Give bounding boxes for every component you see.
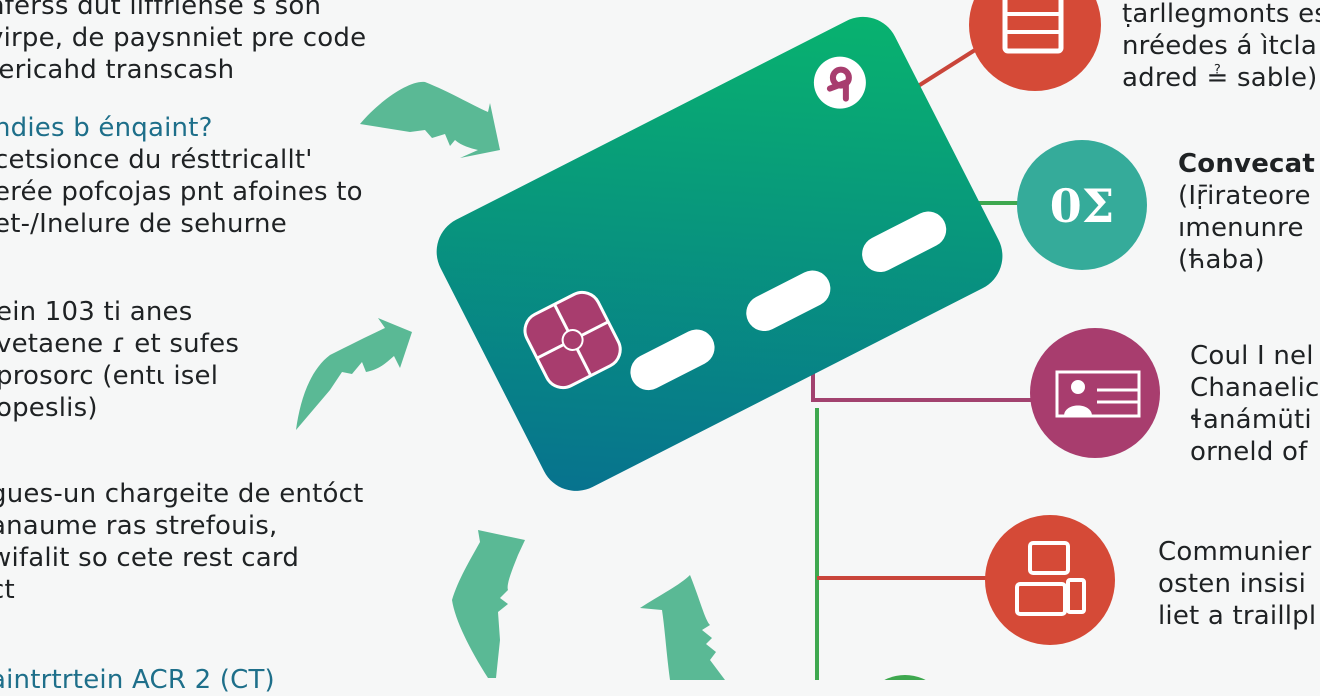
text-line: tericahd transcash — [0, 55, 235, 85]
left-block-3: ein 103 ti anes vetaene ɾ et sufes proso… — [0, 296, 239, 424]
section-heading: hdies b énqaint? — [0, 113, 213, 143]
credit-card-illustration — [436, 16, 1003, 491]
arrow-bottom-right-icon — [640, 575, 725, 680]
card-number-group-3 — [862, 211, 947, 273]
text-line: virpe, de paysnniet pre code — [0, 23, 367, 53]
section-heading: aintrtrtein ACR 2 (CT) — [0, 665, 275, 695]
text-line: cetsionce du résttricallt' — [0, 145, 313, 175]
text-line: Communier — [1158, 537, 1312, 567]
left-block-1: nferss dut liffriense ś son virpe, de pa… — [0, 0, 366, 86]
text-line: Coul I nel — [1190, 341, 1314, 371]
cycle-arrows — [296, 81, 725, 680]
text-line: ımenunre — [1178, 213, 1304, 243]
arrow-middle-icon — [296, 318, 412, 430]
item-title: Convecat — [1178, 149, 1316, 179]
devices-icon — [985, 515, 1115, 645]
text-line: orneld of — [1190, 437, 1308, 467]
text-line: (ћaba) — [1178, 245, 1265, 275]
right-item-3: Coul I nel Chanaelic ɬanámüti orneld of — [1190, 340, 1320, 468]
left-block-4: gues-un chargeite de entóct anaume ras s… — [0, 478, 363, 606]
text-line: erée pofcojas pnt afoines to — [0, 177, 363, 207]
calculator-icon — [969, 0, 1101, 91]
text-line: opeslis) — [0, 393, 98, 423]
text-line: osten insisi — [1158, 569, 1307, 599]
text-line: et-/Inelure de sehurne — [0, 209, 287, 239]
text-line: ct — [0, 575, 15, 605]
text-line: ṭarllegmonts es — [1122, 0, 1320, 29]
right-item-4: Communier osten insisi liet a traillpl — [1158, 536, 1316, 632]
left-block-5: aintrtrtein ACR 2 (CT) — [0, 664, 275, 696]
left-block-2: hdies b énqaint? cetsionce du résttrical… — [0, 112, 363, 240]
svg-text:0Σ: 0Σ — [1050, 179, 1115, 233]
text-line: anaume ras strefouis, — [0, 511, 278, 541]
text-line: gues-un chargeite de entóct — [0, 479, 364, 509]
card-chip-icon — [523, 290, 622, 390]
diagram-graphics: 0Σ — [296, 0, 1160, 680]
text-line: ein 103 ti anes — [0, 297, 193, 327]
text-line: liet a traillpl — [1158, 601, 1317, 631]
card-number-group-2 — [746, 270, 831, 332]
text-line: vetaene ɾ et sufes — [0, 329, 240, 359]
card-number-group-1 — [630, 329, 715, 391]
right-item-1: ṭarllegmonts es nréedes á ìtcla adred ≟ … — [1122, 0, 1320, 94]
arrow-top-icon — [360, 81, 500, 158]
text-line: wifalit so cete rest card — [0, 543, 300, 573]
text-line: nréedes á ìtcla — [1122, 31, 1317, 61]
text-line: Chanaelic — [1190, 373, 1320, 403]
partial-circle-bottom — [884, 675, 926, 680]
text-line: (Iṝirateore — [1178, 181, 1311, 211]
currency-symbol-icon: 0Σ — [1017, 140, 1147, 270]
arrow-bottom-left-icon — [452, 530, 525, 678]
right-item-2: Convecat (Iṝirateore ımenunre (ћaba) — [1178, 148, 1315, 276]
card-logo-icon — [813, 56, 866, 109]
text-line: adred ≟ sable) — [1122, 63, 1318, 93]
text-line: prosorc (entɩ isel — [0, 361, 219, 391]
text-line: nferss dut liffriense ś son — [0, 0, 322, 21]
text-line: ɬanámüti — [1190, 405, 1312, 435]
id-card-icon — [1030, 328, 1160, 458]
